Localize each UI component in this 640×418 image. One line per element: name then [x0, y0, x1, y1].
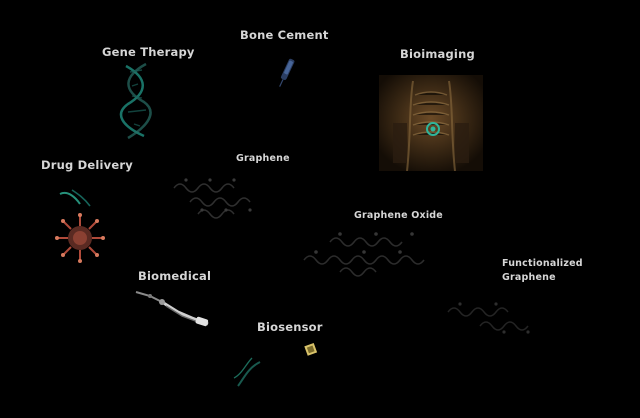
dna-helix-icon [118, 62, 158, 140]
label-bioimaging: Bioimaging [400, 47, 475, 61]
functionalized-lattice-icon [444, 300, 544, 336]
graphene-oxide-lattice-icon [300, 228, 436, 278]
label-functionalized-graphene: Functionalized Graphene [502, 257, 583, 285]
label-bone-cement: Bone Cement [240, 28, 329, 42]
virus-icon [50, 186, 110, 268]
label-biosensor: Biosensor [257, 320, 323, 334]
label-biomedical: Biomedical [138, 269, 212, 283]
label-functionalized-line1: Functionalized [502, 258, 583, 269]
graphene-lattice-icon [168, 168, 278, 220]
syringe-icon [276, 56, 296, 90]
biosensor-chip-icon [230, 338, 324, 394]
surgical-tool-icon [132, 286, 212, 330]
label-graphene: Graphene [236, 153, 290, 164]
label-graphene-oxide: Graphene Oxide [354, 210, 443, 221]
label-drug-delivery: Drug Delivery [41, 158, 133, 172]
label-functionalized-line2: Graphene [502, 272, 556, 283]
label-gene-therapy: Gene Therapy [102, 45, 195, 59]
body-scan-icon [379, 75, 483, 171]
